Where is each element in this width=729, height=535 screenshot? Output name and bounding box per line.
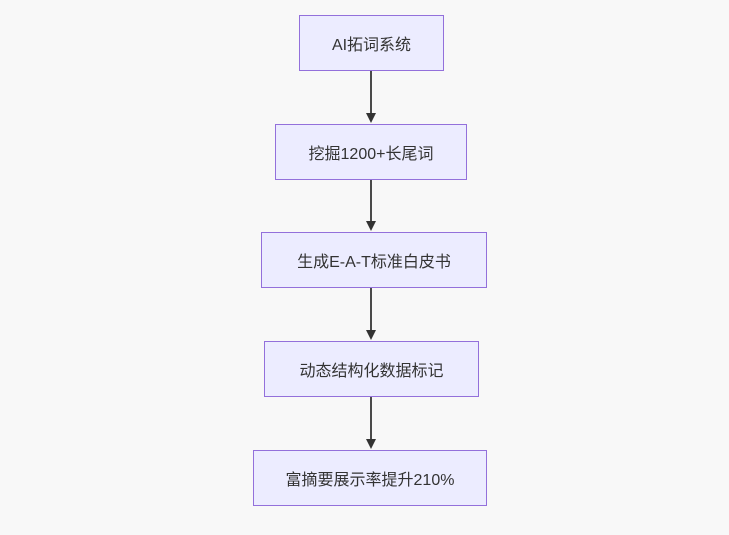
flow-node-longtail-keywords: 挖掘1200+长尾词 [275,124,467,180]
flow-edge-line-3 [370,288,372,331]
flow-node-ai-expansion-system: AI拓词系统 [299,15,444,71]
arrowhead-down-icon [366,439,376,449]
flow-node-rich-snippet-rate: 富摘要展示率提升210% [253,450,487,506]
arrowhead-down-icon [366,113,376,123]
flow-edge-line-1 [370,71,372,114]
flow-node-label: 动态结构化数据标记 [299,363,444,380]
flow-edge-line-4 [370,397,372,440]
flow-node-label: 挖掘1200+长尾词 [308,146,434,163]
flow-edge-line-2 [370,180,372,223]
flow-node-eat-whitepaper: 生成E-A-T标准白皮书 [261,232,487,288]
arrowhead-down-icon [366,221,376,231]
flow-node-label: AI拓词系统 [331,37,412,54]
flow-node-label: 生成E-A-T标准白皮书 [297,254,451,271]
arrowhead-down-icon [366,330,376,340]
flow-node-structured-data-markup: 动态结构化数据标记 [264,341,479,397]
flow-node-label: 富摘要展示率提升210% [285,472,455,489]
